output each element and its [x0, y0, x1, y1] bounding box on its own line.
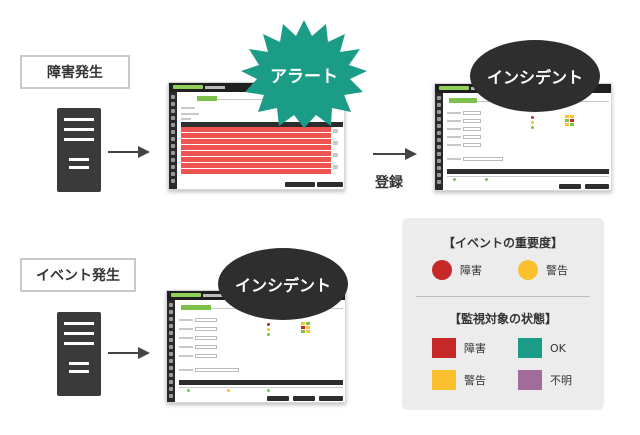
legend-status-warning: 警告 — [432, 370, 486, 390]
red-square-icon — [432, 338, 456, 358]
legend-status-unknown-label: 不明 — [550, 374, 572, 387]
severity-legend-title: 【イベントの重要度】 — [442, 236, 563, 250]
legend-panel: 【イベントの重要度】 障害 警告 【監視対象の状態】 障害 OK 警告 不明 — [402, 218, 604, 410]
alert-screenshot — [168, 82, 345, 190]
failure-occurrence-label: 障害発生 — [20, 55, 130, 89]
alert-burst-label: アラート — [270, 66, 338, 87]
yellow-circle-icon — [518, 260, 538, 280]
server-icon — [57, 108, 101, 192]
event-occurrence-text: イベント発生 — [36, 268, 120, 284]
legend-status-unknown: 不明 — [518, 370, 572, 390]
failure-occurrence-text: 障害発生 — [47, 65, 103, 81]
legend-status-failure: 障害 — [432, 338, 486, 358]
incident-bubble-top: インシデント — [470, 40, 600, 112]
alert-burst-shape — [241, 20, 367, 128]
legend-severity-warning-label: 警告 — [546, 264, 568, 277]
status-legend-title: 【監視対象の状態】 — [448, 312, 557, 326]
legend-status-warning-label: 警告 — [464, 374, 486, 387]
legend-status-failure-label: 障害 — [464, 342, 486, 355]
arrow-right-icon — [373, 148, 417, 160]
legend-severity-failure: 障害 — [432, 260, 482, 280]
arrow-right-icon — [108, 347, 150, 359]
teal-square-icon — [518, 338, 542, 358]
arrow-right-icon — [108, 146, 150, 158]
legend-status-ok-label: OK — [550, 341, 566, 355]
legend-divider — [416, 296, 590, 297]
purple-square-icon — [518, 370, 542, 390]
incident-bubble-bottom: インシデント — [218, 248, 348, 320]
register-label: 登録 — [375, 175, 403, 191]
legend-status-ok: OK — [518, 338, 566, 358]
incident-screenshot — [434, 83, 612, 191]
legend-severity-failure-label: 障害 — [460, 264, 482, 277]
red-circle-icon — [432, 260, 452, 280]
event-occurrence-label: イベント発生 — [20, 258, 136, 292]
yellow-square-icon — [432, 370, 456, 390]
legend-severity-warning: 警告 — [518, 260, 568, 280]
server-icon — [57, 312, 101, 396]
